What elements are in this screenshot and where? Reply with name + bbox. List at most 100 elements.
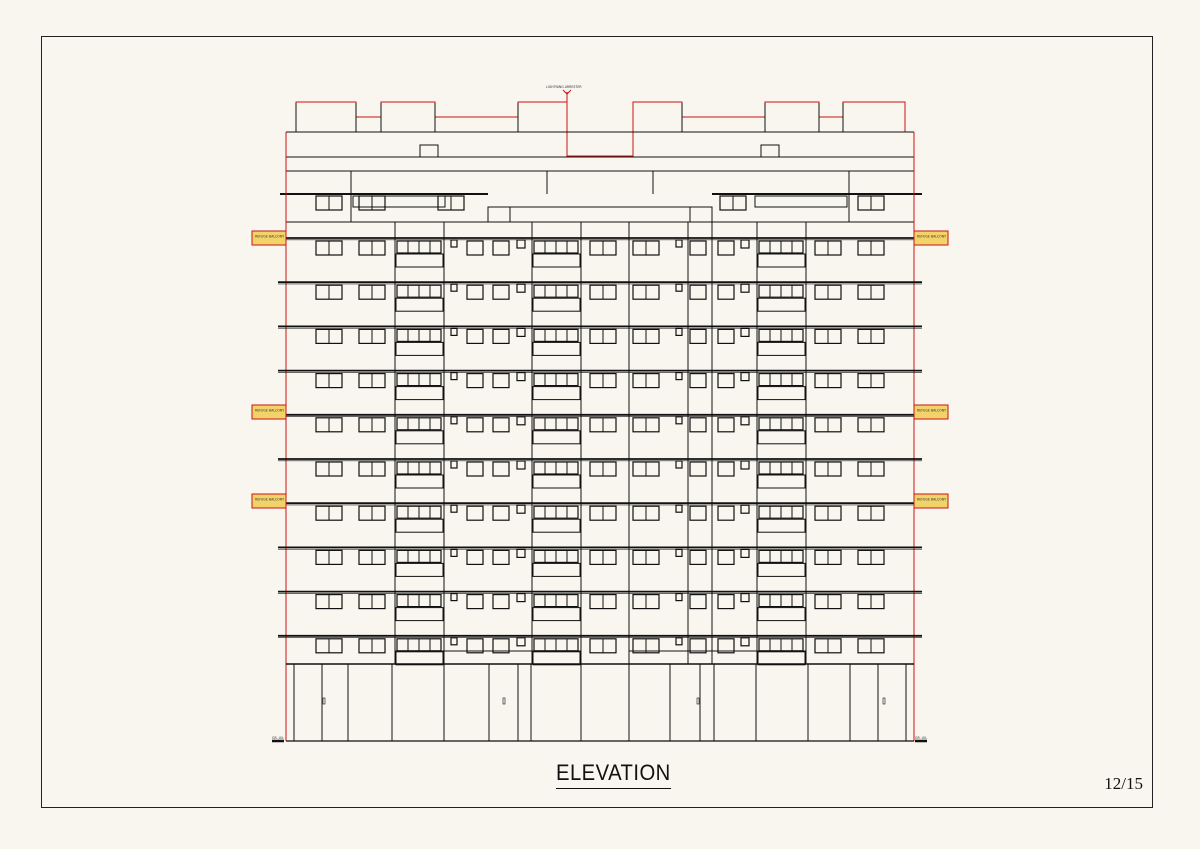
refuge-balcony-label: REFUGE BALCONY	[917, 409, 946, 413]
balcony-railing	[395, 341, 444, 356]
vent-window	[675, 372, 683, 381]
window	[492, 549, 510, 566]
window	[466, 638, 484, 654]
balcony-railing	[757, 518, 806, 533]
sheet-border	[41, 36, 1153, 808]
small-window	[740, 637, 750, 647]
refuge-balcony	[251, 230, 287, 246]
refuge-balcony	[913, 230, 949, 246]
vent-window	[675, 327, 683, 336]
window	[466, 505, 484, 521]
gate-marker	[882, 697, 886, 705]
balcony-railing	[757, 253, 806, 268]
window	[717, 284, 735, 300]
small-window	[740, 548, 750, 559]
refuge-balcony	[913, 493, 949, 509]
vent-window	[675, 548, 683, 558]
balcony-railing	[757, 341, 806, 356]
window	[717, 240, 735, 256]
balcony-railing	[757, 562, 806, 577]
window	[717, 328, 735, 344]
balcony-railing	[395, 430, 444, 445]
refuge-balcony-label: REFUGE BALCONY	[255, 235, 284, 239]
window	[466, 284, 484, 300]
window	[717, 505, 735, 521]
small-window	[740, 239, 750, 249]
vent-window	[450, 592, 458, 602]
small-window	[516, 548, 526, 559]
sheet-number: 12/15	[1104, 774, 1143, 793]
vent-window	[675, 504, 683, 513]
window	[466, 417, 484, 433]
balcony-railing	[757, 607, 806, 622]
window	[466, 373, 484, 389]
balcony-railing	[395, 562, 444, 577]
balcony-railing	[532, 430, 581, 445]
gate-marker	[322, 697, 326, 705]
window	[466, 240, 484, 256]
window	[717, 593, 735, 610]
roof-parapet	[280, 89, 922, 223]
window	[689, 417, 707, 433]
vent-window	[450, 460, 458, 469]
window	[466, 328, 484, 344]
vent-window	[450, 637, 458, 646]
refuge-balcony-label: REFUGE BALCONY	[255, 409, 284, 413]
ground-level-label: GR. LVL	[915, 736, 927, 740]
vent-window	[675, 460, 683, 469]
vent-window	[675, 592, 683, 602]
small-window	[516, 592, 526, 603]
balcony-railing	[757, 474, 806, 489]
window	[492, 240, 510, 256]
vent-window	[675, 416, 683, 425]
window	[689, 549, 707, 566]
balcony-railing	[532, 341, 581, 356]
gate-marker	[502, 697, 506, 705]
balcony-railing	[395, 518, 444, 533]
balcony-railing	[757, 386, 806, 401]
refuge-balcony-label: REFUGE BALCONY	[255, 498, 284, 502]
balcony-railing	[532, 607, 581, 622]
window	[492, 461, 510, 477]
small-window	[740, 504, 750, 514]
vent-window	[675, 239, 683, 248]
window	[492, 328, 510, 344]
balcony-railing	[532, 297, 581, 312]
refuge-balcony-label: REFUGE BALCONY	[917, 498, 946, 502]
window	[492, 417, 510, 433]
small-window	[516, 239, 526, 249]
vent-window	[450, 327, 458, 336]
vent-window	[450, 372, 458, 381]
balcony-railing	[532, 386, 581, 401]
refuge-balcony-label: REFUGE BALCONY	[917, 235, 946, 239]
window	[689, 373, 707, 389]
window	[466, 593, 484, 610]
small-window	[516, 637, 526, 647]
window	[466, 461, 484, 477]
window	[717, 549, 735, 566]
window	[717, 373, 735, 389]
window	[689, 240, 707, 256]
small-window	[516, 460, 526, 470]
balcony-railing	[757, 651, 806, 666]
balcony-railing	[757, 297, 806, 312]
small-window	[516, 372, 526, 382]
window	[689, 461, 707, 477]
balcony-railing	[532, 651, 581, 666]
vent-window	[450, 548, 458, 558]
small-window	[740, 460, 750, 470]
small-window	[740, 592, 750, 603]
window	[689, 284, 707, 300]
small-window	[516, 283, 526, 293]
balcony-railing	[757, 430, 806, 445]
refuge-balcony	[251, 404, 287, 420]
balcony-railing	[395, 386, 444, 401]
balcony-railing	[532, 253, 581, 268]
balcony-railing	[395, 651, 444, 666]
vent-window	[450, 416, 458, 425]
small-window	[516, 327, 526, 337]
window	[689, 593, 707, 610]
vent-window	[675, 637, 683, 646]
